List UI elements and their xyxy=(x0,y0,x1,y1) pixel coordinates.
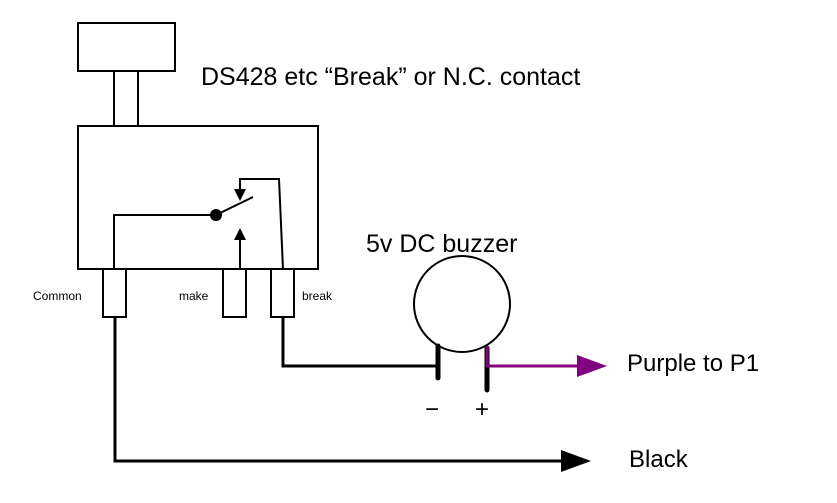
common-internal-wire xyxy=(113,214,216,269)
make-terminal-label: make xyxy=(179,289,209,303)
buzzer-plus-label: + xyxy=(475,396,490,423)
switch-blade xyxy=(215,196,254,216)
break-terminal-label: break xyxy=(302,289,333,303)
black-output-label: Black xyxy=(629,446,688,473)
common-terminal-label: Common xyxy=(33,289,82,303)
diagram-title: DS428 etc “Break” or N.C. contact xyxy=(201,63,581,91)
break-terminal xyxy=(270,268,295,318)
break-internal-wire xyxy=(239,178,284,270)
purple-wire xyxy=(485,346,580,368)
break-contact-arrow xyxy=(234,189,246,201)
buzzer-label: 5v DC buzzer xyxy=(366,230,518,258)
make-terminal xyxy=(222,268,247,318)
actuator-stem xyxy=(113,70,139,127)
actuator-block xyxy=(77,22,176,72)
purple-arrowhead xyxy=(577,355,607,377)
make-contact-arrow xyxy=(234,228,246,240)
black-wire xyxy=(113,317,565,463)
buzzer-minus-label: − xyxy=(425,396,440,423)
switch-body xyxy=(77,125,319,270)
buzzer-body xyxy=(413,255,511,353)
black-arrowhead xyxy=(561,450,591,472)
purple-output-label: Purple to P1 xyxy=(627,350,760,377)
break-to-buzzer-wire xyxy=(281,317,438,368)
common-terminal xyxy=(102,268,127,318)
